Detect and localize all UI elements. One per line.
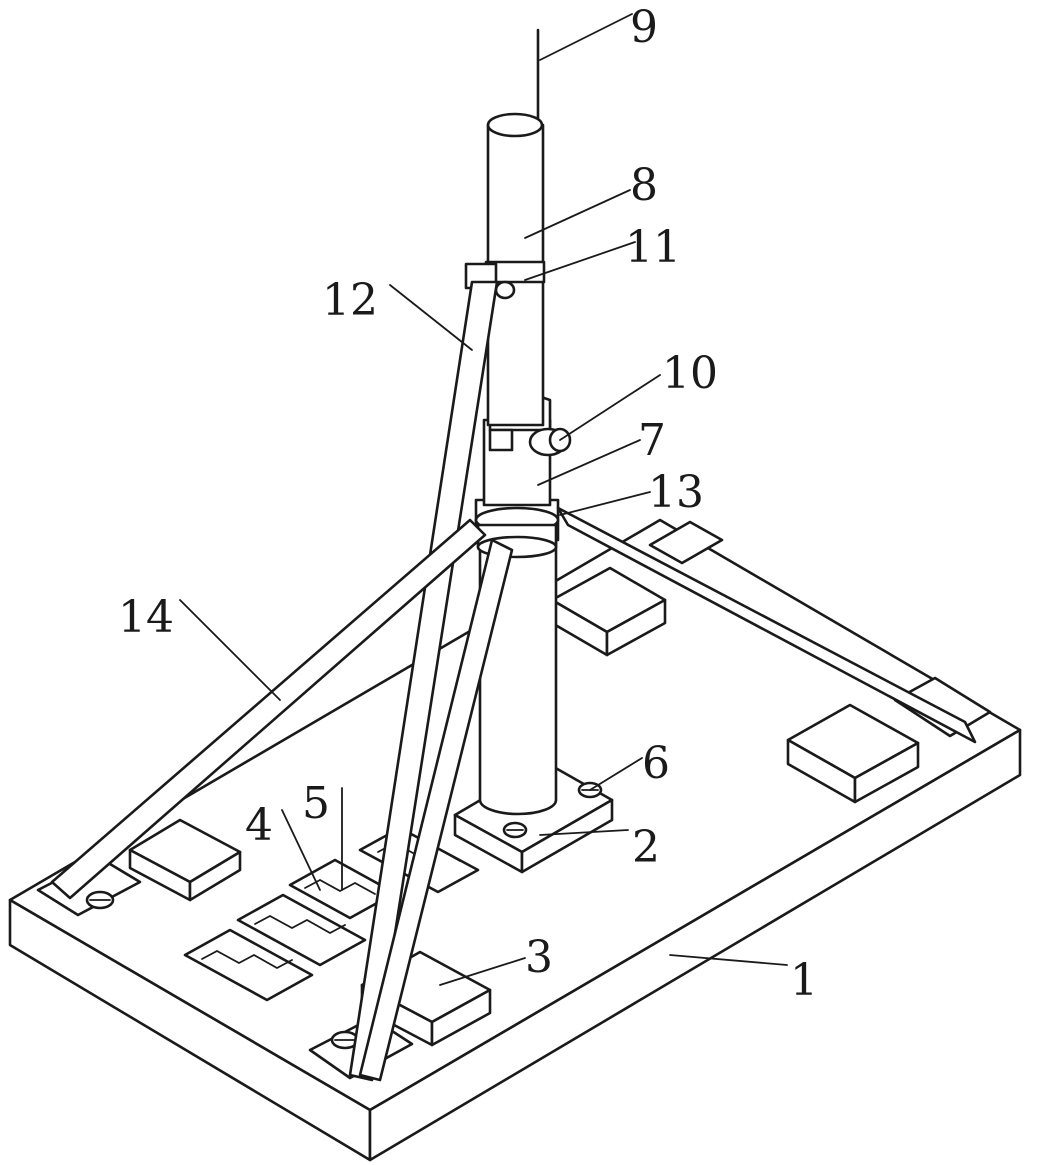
label-13: 13	[648, 467, 704, 518]
label-12: 12	[322, 275, 378, 326]
diagonal-brace	[348, 280, 499, 1082]
label-9: 9	[630, 2, 658, 53]
corner-pad-right	[893, 676, 992, 738]
support-rod-front	[358, 538, 514, 1082]
block-left	[128, 818, 242, 902]
label-2: 2	[632, 822, 660, 873]
slot-row-3	[183, 928, 314, 1002]
corner-pad-back	[648, 520, 724, 565]
label-3: 3	[525, 932, 553, 983]
label-14: 14	[118, 592, 174, 643]
label-1: 1	[790, 955, 818, 1006]
support-rod-left	[50, 518, 487, 900]
part-labels: 9 8 11 12 10 7 13 14 6 4 5 2 3 1	[118, 2, 818, 1006]
label-8: 8	[630, 160, 658, 211]
label-11: 11	[625, 222, 681, 273]
label-6: 6	[642, 738, 670, 789]
block-right	[786, 703, 920, 804]
slot-row-2	[236, 893, 367, 967]
label-4: 4	[245, 800, 273, 851]
leader-lines	[179, 13, 788, 986]
block-back	[550, 566, 667, 657]
label-5: 5	[302, 778, 330, 829]
corner-pad-front-left	[36, 856, 142, 917]
label-7: 7	[638, 415, 666, 466]
label-10: 10	[662, 348, 718, 399]
locking-knob	[528, 427, 572, 457]
support-rod-right	[556, 506, 977, 744]
